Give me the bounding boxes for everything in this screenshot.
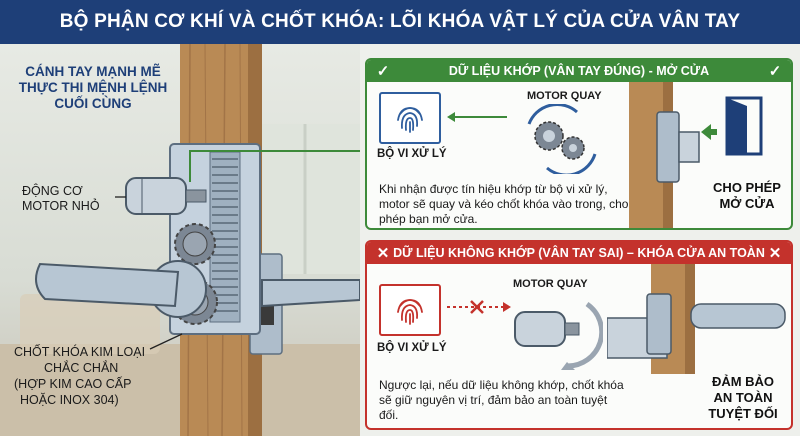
processor-label: BỘ VI XỬ LÝ xyxy=(377,342,447,354)
motor-label: ĐỘNG CƠ MOTOR NHỎ xyxy=(22,184,100,214)
left-heading: CÁNH TAY MẠNH MẼ THỰC THI MỆNH LỆNH CUỐI… xyxy=(8,64,178,112)
open-door-icon xyxy=(725,96,763,156)
motor-rotate-label: MOTOR QUAY xyxy=(527,90,602,102)
match-description: Khi nhận được tín hiệu khớp từ bộ vi xử … xyxy=(379,182,629,226)
check-icon: ✓ xyxy=(768,63,782,80)
processor-box xyxy=(379,92,441,144)
nomatch-panel-title: DỮ LIỆU KHÔNG KHỚP (VÂN TAY SAI) – KHÓA … xyxy=(393,246,765,260)
check-icon: ✓ xyxy=(376,63,390,80)
bolt-extended-drawing xyxy=(607,264,786,374)
lock-illustration: CÁNH TAY MẠNH MẼ THỰC THI MỆNH LỆNH CUỐI… xyxy=(0,44,360,436)
bolt-label-line-1: CHỐT KHÓA KIM LOẠI xyxy=(14,345,146,359)
gears-icon xyxy=(527,104,597,174)
motor-drawing xyxy=(125,177,207,215)
fingerprint-icon xyxy=(397,107,423,133)
bolt-label: CHỐT KHÓA KIM LOẠI CHẮC CHẮN (HỢP KIM CA… xyxy=(14,344,145,408)
motor-label-line-1: ĐỘNG CƠ xyxy=(22,184,83,198)
allow-open-line-1: CHO PHÉP xyxy=(713,180,781,195)
motor-rotate-label: MOTOR QUAY xyxy=(513,278,588,290)
nomatch-description: Ngược lại, nếu dữ liệu không khớp, chốt … xyxy=(379,378,624,422)
motor-icon xyxy=(514,301,603,370)
left-heading-line-3: CUỐI CÙNG xyxy=(54,96,132,111)
processor-label: BỘ VI XỬ LÝ xyxy=(377,148,447,160)
page-title: BỘ PHẬN CƠ KHÍ VÀ CHỐT KHÓA: LÕI KHÓA VẬ… xyxy=(0,0,800,44)
ensure-safety-text: ĐẢM BẢO AN TOÀN TUYỆT ĐỐI xyxy=(695,374,791,422)
allow-open-text: CHO PHÉP MỞ CỬA xyxy=(703,180,791,212)
left-heading-line-2: THỰC THI MỆNH LỆNH xyxy=(18,80,168,95)
bolt-label-line-3: (HỢP KIM CAO CẤP xyxy=(14,377,132,391)
ensure-safety-line-1: ĐẢM BẢO xyxy=(711,374,775,389)
bolt-retracted-drawing xyxy=(629,82,700,228)
ensure-safety-line-3: TUYỆT ĐỐI xyxy=(708,406,778,421)
lock-mechanism-drawing xyxy=(0,44,360,436)
ensure-safety-line-2: AN TOÀN xyxy=(713,390,773,405)
nomatch-panel-header: ✕ DỮ LIỆU KHÔNG KHỚP (VÂN TAY SAI) – KHÓ… xyxy=(367,242,791,264)
allow-open-line-2: MỞ CỬA xyxy=(719,196,775,211)
fingerprint-icon xyxy=(397,299,423,325)
arrow-left-icon xyxy=(701,124,717,140)
processor-box xyxy=(379,284,441,336)
match-panel-title: DỮ LIỆU KHỚP (VÂN TAY ĐÚNG) - MỞ CỬA xyxy=(448,64,710,78)
door-handle xyxy=(35,260,207,318)
match-panel: ✓ DỮ LIỆU KHỚP (VÂN TAY ĐÚNG) - MỞ CỬA ✓… xyxy=(365,58,793,230)
left-heading-line-1: CÁNH TAY MẠNH MẼ xyxy=(25,64,161,79)
nomatch-panel: ✕ DỮ LIỆU KHÔNG KHỚP (VÂN TAY SAI) – KHÓ… xyxy=(365,240,793,430)
arrow-icon xyxy=(447,112,507,122)
bolt-label-line-2: CHẮC CHẮN xyxy=(44,361,119,375)
match-panel-header: ✓ DỮ LIỆU KHỚP (VÂN TAY ĐÚNG) - MỞ CỬA ✓ xyxy=(367,60,791,82)
bolt-label-line-4: HOẶC INOX 304) xyxy=(20,393,119,407)
motor-label-line-2: MOTOR NHỎ xyxy=(22,199,100,213)
blocked-signal-icon xyxy=(447,300,511,314)
x-icon: ✕ xyxy=(768,245,782,262)
x-icon: ✕ xyxy=(376,245,390,262)
